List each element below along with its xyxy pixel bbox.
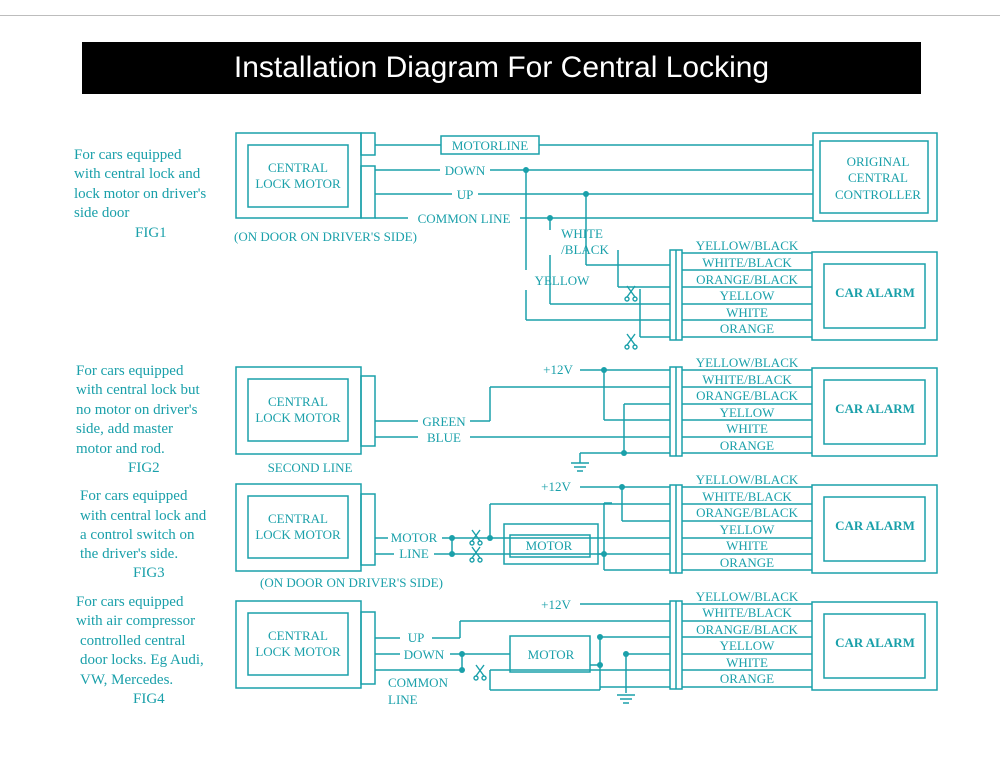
fig2-desc-line: side, add master: [76, 421, 173, 437]
lock-motor-title: CENTRAL: [268, 394, 328, 409]
second-line-label: SECOND LINE: [268, 460, 353, 475]
scissors-icon: [624, 333, 638, 350]
ground-icon: [616, 694, 636, 704]
wire-label: YELLOW: [720, 638, 776, 653]
plus12-label: +12V: [541, 597, 571, 612]
wire-label: YELLOW/BLACK: [696, 355, 799, 370]
car-alarm-title: CAR ALARM: [835, 518, 915, 533]
door-note: (ON DOOR ON DRIVER'S SIDE): [234, 229, 417, 244]
up-label: UP: [457, 187, 474, 202]
wire-label: ORANGE: [720, 671, 774, 686]
wire-label: ORANGE/BLACK: [696, 505, 798, 520]
fig1-desc-line: lock motor on driver's: [74, 186, 206, 202]
wire-label: WHITE/BLACK: [702, 255, 792, 270]
ground-icon: [570, 462, 590, 472]
wire-label: WHITE: [726, 305, 768, 320]
wire-label: ORANGE/BLACK: [696, 272, 798, 287]
car-alarm-title: CAR ALARM: [835, 635, 915, 650]
motor-label: MOTOR: [526, 538, 573, 553]
blue-label: BLUE: [427, 430, 461, 445]
fig3-desc-line: For cars equipped: [80, 488, 188, 504]
fig2-desc-line: motor and rod.: [76, 441, 165, 457]
fig4-desc-line: For cars equipped: [76, 594, 184, 610]
fig1-desc-line: For cars equipped: [74, 147, 182, 163]
green-label: GREEN: [422, 414, 466, 429]
fig1-desc-line: with central lock and: [74, 166, 201, 182]
lock-motor-title: LOCK MOTOR: [255, 176, 341, 191]
fig4-desc-line: VW, Mercedes.: [80, 672, 173, 688]
motor-line-label: LINE: [399, 546, 429, 561]
lock-motor-title: LOCK MOTOR: [255, 644, 341, 659]
wire-label: YELLOW/BLACK: [696, 238, 799, 253]
wire-label: WHITE/BLACK: [702, 489, 792, 504]
car-alarm-title: CAR ALARM: [835, 401, 915, 416]
common-line-label: LINE: [388, 692, 418, 707]
lock-motor-title: CENTRAL: [268, 160, 328, 175]
fig1-desc-line: side door: [74, 205, 129, 221]
wire-label: ORANGE: [720, 321, 774, 336]
controller-title: ORIGINAL: [847, 154, 910, 169]
wire-label: WHITE: [726, 538, 768, 553]
motorline-label: MOTORLINE: [452, 138, 528, 153]
fig3-desc-line: a control switch on: [80, 527, 195, 543]
wire-label: ORANGE/BLACK: [696, 388, 798, 403]
motor-line-label: MOTOR: [391, 530, 438, 545]
fig3-label: FIG3: [133, 565, 165, 581]
wire-label: ORANGE/BLACK: [696, 622, 798, 637]
lock-motor-title: LOCK MOTOR: [255, 410, 341, 425]
white-black-label: WHITE: [561, 226, 603, 241]
scissors-icon: [624, 285, 638, 302]
page-title: Installation Diagram For Central Locking: [82, 42, 921, 94]
wire-label: ORANGE: [720, 438, 774, 453]
common-line-label: COMMON: [388, 675, 449, 690]
fig4-desc-line: door locks. Eg Audi,: [80, 652, 204, 668]
fig2-desc-line: no motor on driver's: [76, 402, 198, 418]
down-label: DOWN: [445, 163, 486, 178]
plus12-label: +12V: [543, 362, 573, 377]
motor-label: MOTOR: [528, 647, 575, 662]
door-note: (ON DOOR ON DRIVER'S SIDE): [260, 575, 443, 590]
wire-label: YELLOW: [720, 405, 776, 420]
down-label: DOWN: [404, 647, 445, 662]
up-label: UP: [408, 630, 425, 645]
fig2-label: FIG2: [128, 460, 160, 476]
white-black-label: /BLACK: [561, 242, 609, 257]
fig4-desc-line: with air compressor: [76, 613, 195, 629]
wire-label: YELLOW/BLACK: [696, 472, 799, 487]
scissors-icon: [473, 664, 487, 681]
wire-label: YELLOW: [720, 522, 776, 537]
fig3-desc-line: the driver's side.: [80, 546, 178, 562]
fig4-label: FIG4: [133, 691, 165, 707]
wire-label: ORANGE: [720, 555, 774, 570]
controller-title: CONTROLLER: [835, 187, 921, 202]
controller-title: CENTRAL: [848, 170, 908, 185]
fig2-desc-line: For cars equipped: [76, 363, 184, 379]
wire-label: WHITE/BLACK: [702, 372, 792, 387]
wire-label: YELLOW/BLACK: [696, 589, 799, 604]
fig4-desc-line: controlled central: [80, 633, 185, 649]
wire-label: WHITE: [726, 655, 768, 670]
yellow-label: YELLOW: [535, 273, 591, 288]
lock-motor-title: CENTRAL: [268, 511, 328, 526]
lock-motor-title: CENTRAL: [268, 628, 328, 643]
wire-label: WHITE: [726, 421, 768, 436]
fig2-desc-line: with central lock but: [76, 382, 201, 398]
fig3-desc-line: with central lock and: [80, 508, 207, 524]
car-alarm-title: CAR ALARM: [835, 285, 915, 300]
wire-label: YELLOW: [720, 288, 776, 303]
wire-label: WHITE/BLACK: [702, 605, 792, 620]
common-line-label: COMMON LINE: [418, 211, 511, 226]
fig1-label: FIG1: [135, 225, 167, 241]
plus12-label: +12V: [541, 479, 571, 494]
top-divider: [0, 15, 1000, 16]
lock-motor-title: LOCK MOTOR: [255, 527, 341, 542]
